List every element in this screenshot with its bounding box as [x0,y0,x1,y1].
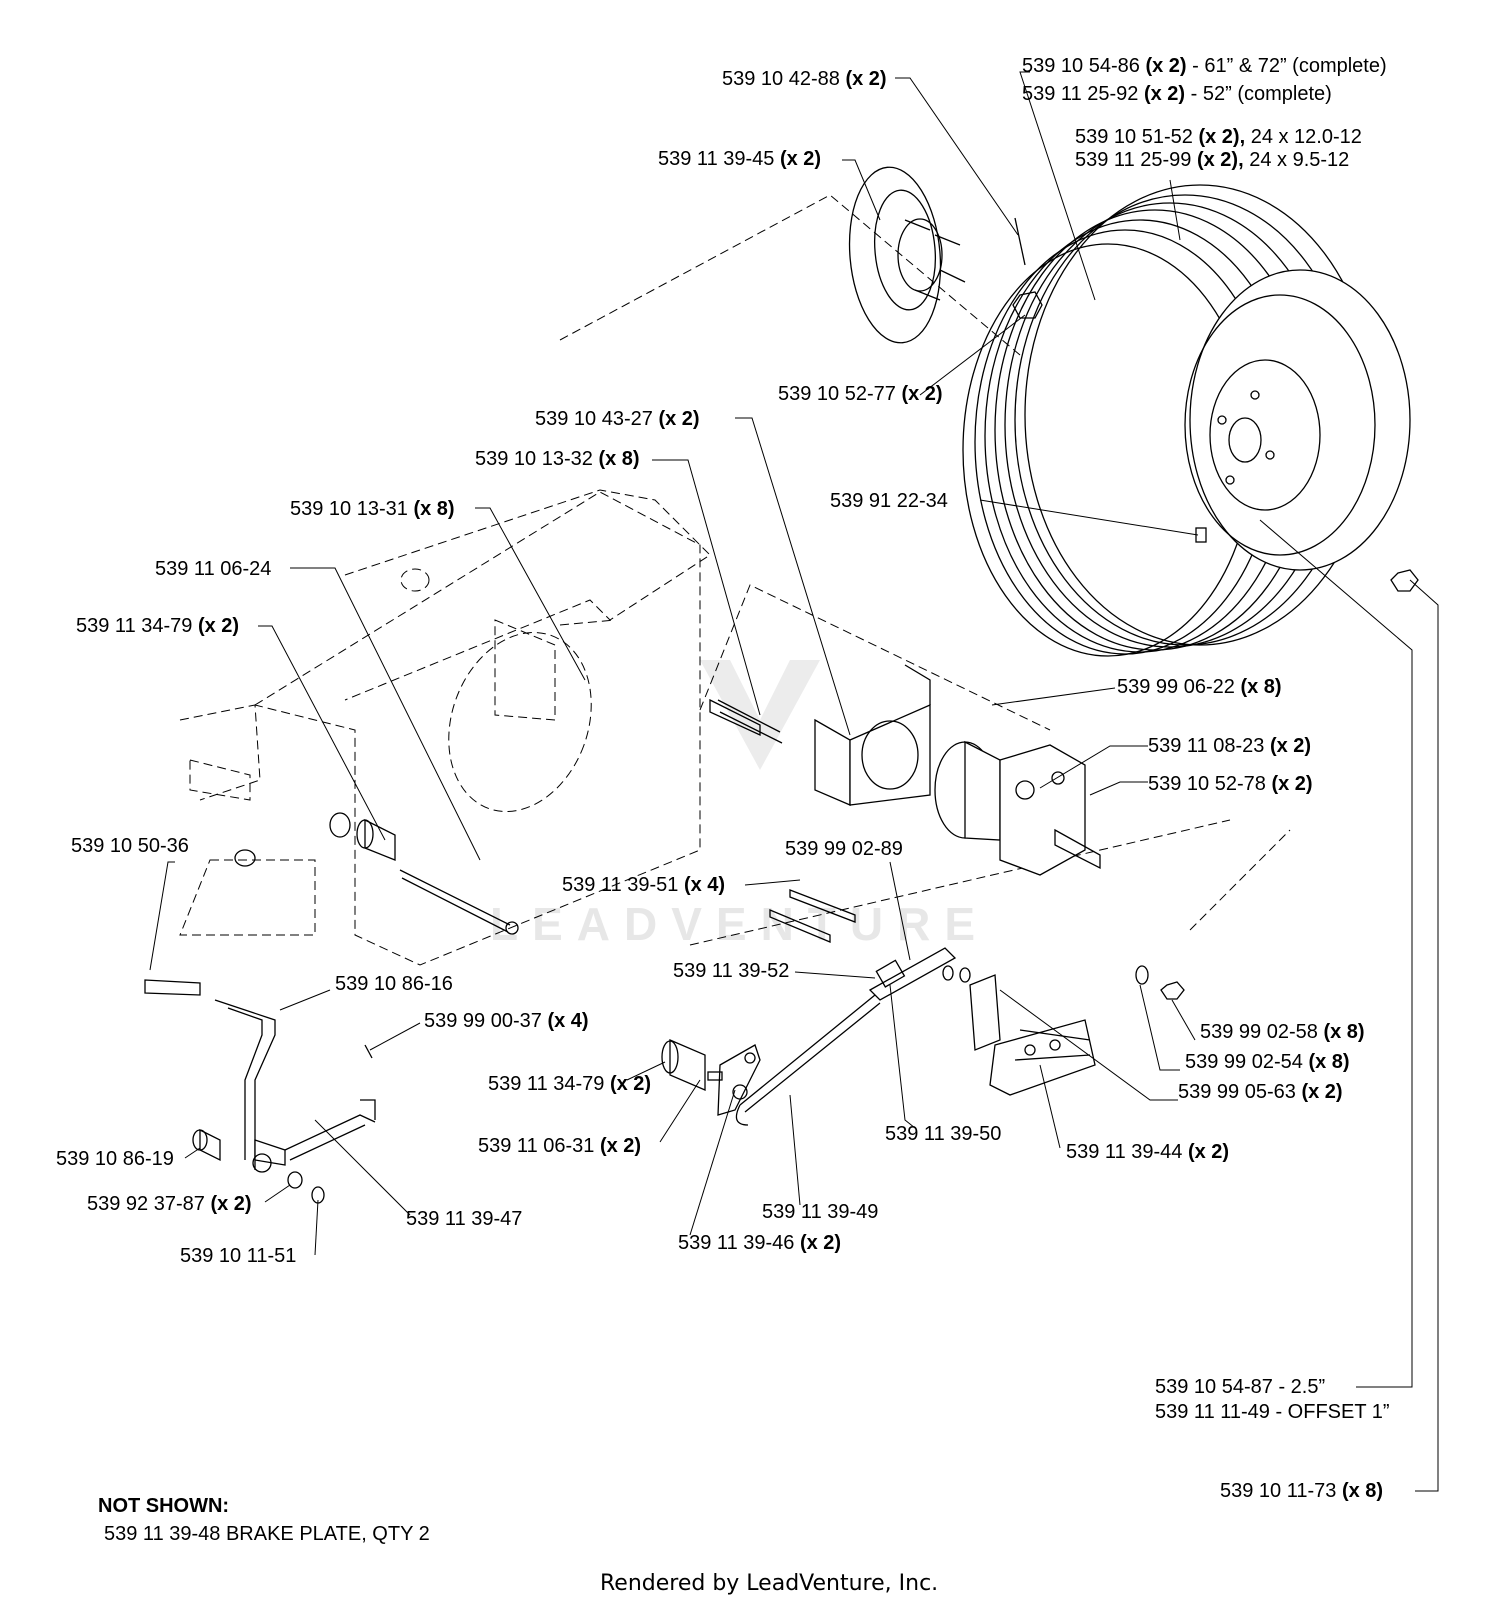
label-539-11-39-44: 539 11 39-44 (x 2) [1066,1141,1229,1163]
label-539-10-42-88: 539 10 42-88 (x 2) [722,68,887,90]
label-539-99-06-22: 539 99 06-22 (x 8) [1117,676,1282,698]
hub-assembly [848,166,1043,344]
watermark-logo-icon [700,660,820,770]
label-spacer-2-5: 539 10 54-87 - 2.5” [1155,1376,1325,1398]
label-539-11-39-51: 539 11 39-51 (x 4) [562,874,725,896]
pivot-bushing-arm [661,1039,761,1116]
label-539-11-08-23: 539 11 08-23 (x 2) [1148,735,1311,757]
label-spacer-offset-1: 539 11 11-49 - OFFSET 1” [1155,1401,1390,1423]
label-539-10-11-73: 539 10 11-73 (x 8) [1220,1480,1383,1502]
label-539-99-02-89: 539 99 02-89 [785,838,903,860]
label-539-99-02-58: 539 99 02-58 (x 8) [1200,1021,1365,1043]
watermark: LEADVENTURE [490,660,989,950]
label-539-10-13-31: 539 10 13-31 (x 8) [290,498,455,520]
wheel-motor [934,740,1101,876]
wheel-tire [962,184,1411,657]
leader-lines [149,71,1439,1492]
label-wheel-complete-61-72: 539 10 54-86 (x 2) - 61” & 72” (complete… [1022,55,1387,77]
label-539-10-11-51: 539 10 11-51 [180,1245,296,1267]
brake-linkage [735,947,957,1126]
label-539-11-39-50: 539 11 39-50 [885,1123,1001,1145]
part-labels: 539 10 42-88 (x 2) 539 11 39-45 (x 2) 53… [56,55,1390,1502]
left-bracket-dashed [189,759,256,867]
long-bolt [709,698,783,744]
label-539-99-00-37: 539 99 00-37 (x 4) [424,1010,589,1032]
label-539-10-52-78: 539 10 52-78 (x 2) [1148,773,1313,795]
cross-rod [329,812,519,935]
label-539-10-50-36: 539 10 50-36 [71,835,189,857]
not-shown-note: NOT SHOWN: 539 11 39-48 BRAKE PLATE, QTY… [98,1495,430,1545]
label-tire-24x12: 539 10 51-52 (x 2), 24 x 12.0-12 [1075,126,1362,148]
motor-bracket [814,664,931,806]
drawing [144,166,1419,1204]
label-539-11-39-49: 539 11 39-49 [762,1201,878,1223]
lug-nut [1390,569,1419,592]
label-539-10-13-32: 539 10 13-32 (x 8) [475,448,640,470]
brake-pins [769,889,856,943]
label-539-10-86-16: 539 10 86-16 [335,973,453,995]
brake-caliper [942,965,1096,1096]
frame-dashed [179,194,1291,966]
label-539-11-34-79-lower: 539 11 34-79 (x 2) [488,1073,651,1095]
watermark-text: LEADVENTURE [490,898,989,950]
label-539-11-39-47: 539 11 39-47 [406,1208,522,1230]
label-539-10-86-19: 539 10 86-19 [56,1148,174,1170]
footer-credit: Rendered by LeadVenture, Inc. [600,1571,938,1596]
label-539-11-06-31: 539 11 06-31 (x 2) [478,1135,641,1157]
label-539-99-02-54: 539 99 02-54 (x 8) [1185,1051,1350,1073]
label-wheel-complete-52: 539 11 25-92 (x 2) - 52” (complete) [1022,83,1332,105]
label-539-11-39-46: 539 11 39-46 (x 2) [678,1232,841,1254]
label-tire-24x9-5: 539 11 25-99 (x 2), 24 x 9.5-12 [1075,149,1349,171]
not-shown-item: 539 11 39-48 BRAKE PLATE, QTY 2 [104,1523,430,1545]
label-539-10-52-77: 539 10 52-77 (x 2) [778,383,943,405]
label-539-10-43-27: 539 10 43-27 (x 2) [535,408,700,430]
washers [1135,965,1185,1000]
label-539-11-34-79-upper: 539 11 34-79 (x 2) [76,615,239,637]
label-539-92-37-87: 539 92 37-87 (x 2) [87,1193,252,1215]
label-539-99-05-63: 539 99 05-63 (x 2) [1178,1081,1343,1103]
label-539-11-39-52: 539 11 39-52 [673,960,789,982]
label-539-11-39-45: 539 11 39-45 (x 2) [658,148,821,170]
label-539-11-06-24: 539 11 06-24 [155,558,271,580]
pedal-lever [144,979,376,1204]
not-shown-title: NOT SHOWN: [98,1495,229,1517]
label-539-91-22-34: 539 91 22-34 [830,490,948,512]
